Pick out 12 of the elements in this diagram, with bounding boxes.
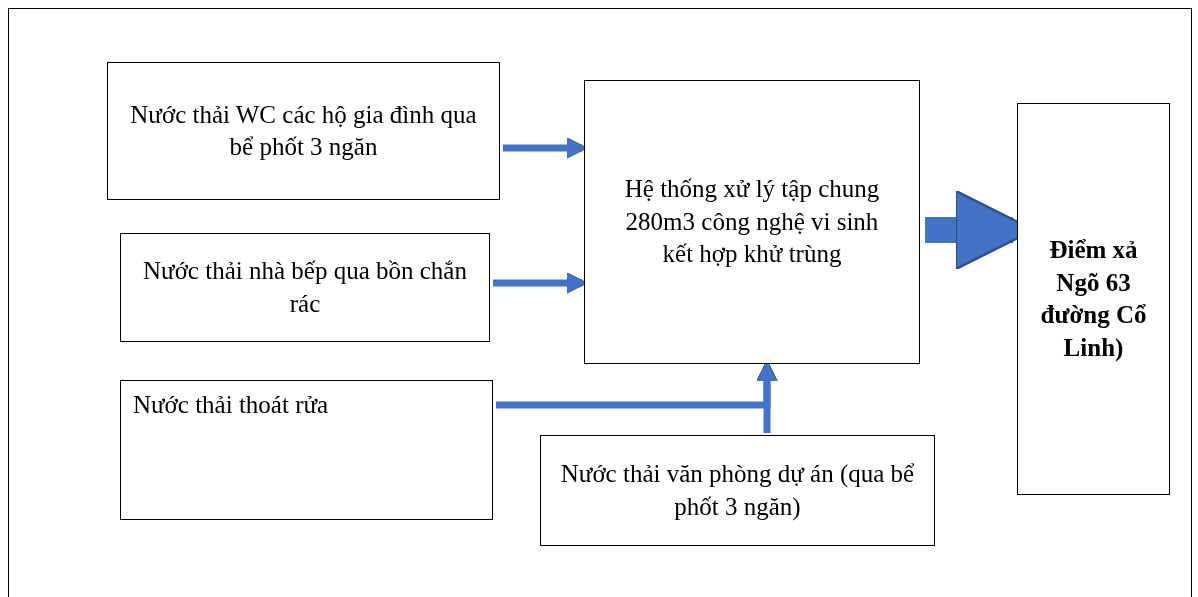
process-box: [107, 62, 500, 200]
box-text: Nước thải thoát rửa: [133, 390, 330, 420]
box-text: Hệ thống xử lý tập chung 280m3 công nghệ vi sinh kết hợp khử trùng: [623, 174, 881, 270]
box-text: Nước thải WC các hộ gia đình qua bể phốt 3 ngăn: [129, 99, 478, 162]
box-text: Nước thải văn phòng dự án (qua bể phốt 3 ngăn): [559, 459, 916, 523]
process-box: [540, 435, 935, 546]
process-box: [120, 233, 490, 342]
process-box: [584, 80, 920, 364]
box-text: Điểm xả Ngõ 63 đường Cổ Linh): [1039, 235, 1148, 363]
process-box: [120, 380, 493, 520]
process-box: [1017, 103, 1170, 495]
box-text: Nước thải nhà bếp qua bồn chắn rác: [142, 256, 468, 319]
